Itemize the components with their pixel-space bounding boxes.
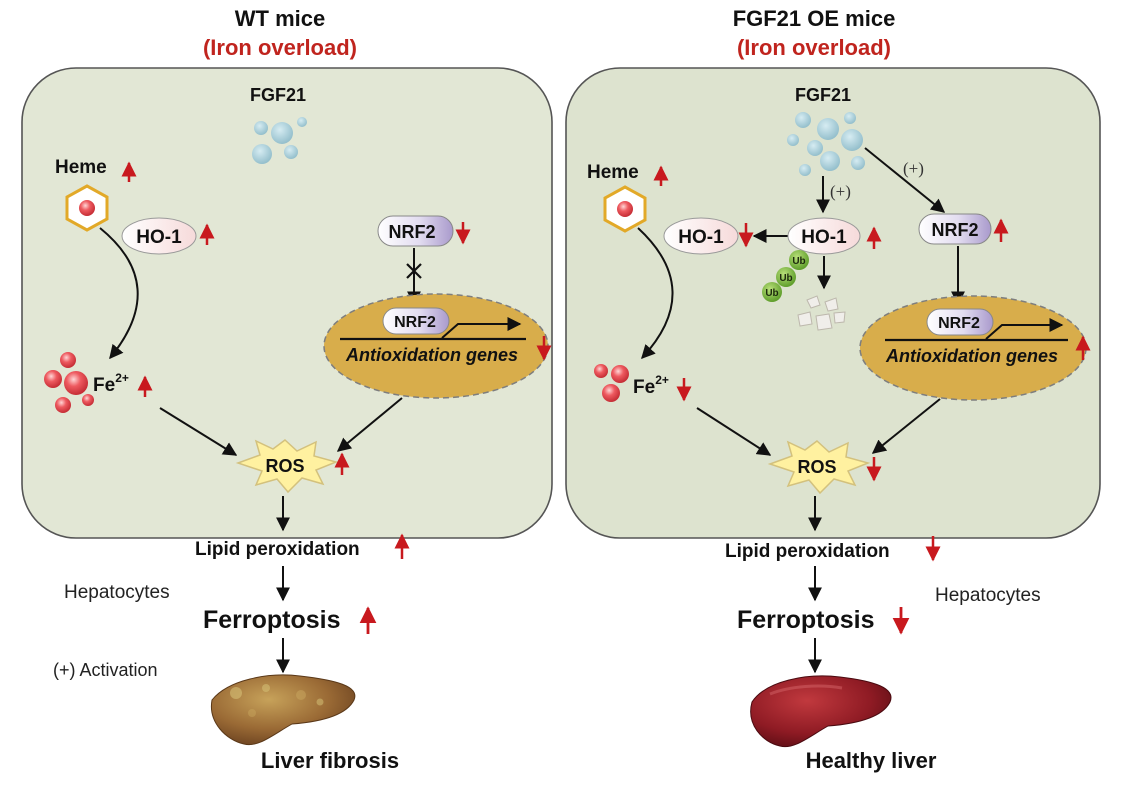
- right-ho1-left-label: HO-1: [678, 227, 724, 248]
- right-plus-nrf2: (+): [903, 159, 924, 178]
- svg-text:Ub: Ub: [765, 288, 778, 299]
- right-fgf21-dots: [787, 112, 865, 176]
- left-nrf2-nuclear-pill: [382, 307, 450, 335]
- right-degradation-fragments: [797, 295, 846, 331]
- left-panel: WT mice (Iron overload) FGF21 Heme HO-1: [21, 6, 553, 773]
- left-subtitle: (Iron overload): [203, 35, 357, 60]
- left-fgf21-dots: [252, 117, 307, 164]
- right-plus-ho1: (+): [830, 182, 851, 201]
- right-nrf2-pill: [918, 213, 992, 245]
- right-ros-star: [767, 440, 871, 495]
- right-nrf2-nuclear-pill: [926, 308, 994, 336]
- right-ho1-center-label: HO-1: [801, 227, 847, 248]
- right-fe-label: Fe2+: [633, 373, 669, 398]
- right-title: FGF21 OE mice: [733, 6, 896, 31]
- left-ho1-label: HO-1: [136, 227, 182, 248]
- left-heme-to-fe-arrow: [99, 227, 139, 360]
- left-nrf2-label: NRF2: [388, 222, 435, 242]
- healthy-liver-icon: [750, 675, 892, 748]
- right-nrf2-nuclear-label: NRF2: [938, 315, 980, 332]
- right-ho1-center-oval: [787, 217, 861, 255]
- left-cell: [21, 67, 553, 539]
- left-iron-dots: [44, 352, 94, 413]
- right-nucleus-to-ros-arrow: [871, 398, 941, 454]
- left-nucleus-to-ros-arrow: [336, 397, 403, 452]
- right-ubiquitin-chain: Ub Ub Ub: [762, 250, 809, 302]
- left-fe-label: Fe2+: [93, 371, 129, 396]
- left-legend-activation: (+) Activation: [53, 660, 158, 680]
- left-fe-to-ros-arrow: [159, 407, 238, 456]
- left-lipid-label: Lipid peroxidation: [195, 539, 360, 560]
- right-ferroptosis-label: Ferroptosis: [737, 606, 875, 634]
- right-subtitle: (Iron overload): [737, 35, 891, 60]
- left-fgf21-label: FGF21: [250, 85, 306, 105]
- right-fgf21-to-nrf2-arrow: [864, 147, 946, 213]
- fibrotic-liver-icon: [210, 674, 356, 746]
- right-heme-label: Heme: [587, 162, 639, 183]
- left-antioxidation-label: Antioxidation genes: [345, 345, 518, 365]
- right-panel: FGF21 OE mice (Iron overload) FGF21 (+) …: [565, 6, 1101, 773]
- left-block-x-icon: [406, 263, 422, 279]
- right-antioxidation-label: Antioxidation genes: [885, 346, 1058, 366]
- right-ho1-left-oval: [663, 217, 739, 255]
- left-heme-label: Heme: [55, 157, 107, 178]
- left-ros-star: [235, 439, 339, 494]
- left-heme-icon: [65, 184, 109, 232]
- left-title: WT mice: [235, 6, 325, 31]
- left-ferroptosis-label: Ferroptosis: [203, 606, 341, 634]
- right-fgf21-label: FGF21: [795, 85, 851, 105]
- svg-text:Ub: Ub: [779, 273, 792, 284]
- right-transcription-arrow: [985, 318, 1064, 340]
- right-fe-to-ros-arrow: [696, 407, 772, 456]
- right-ros-label: ROS: [797, 457, 836, 477]
- left-hepatocytes-label: Hepatocytes: [64, 582, 170, 603]
- left-ros-label: ROS: [265, 456, 304, 476]
- left-nrf2-pill: [377, 215, 454, 247]
- right-outcome-label: Healthy liver: [806, 748, 937, 773]
- right-lipid-label: Lipid peroxidation: [725, 541, 890, 562]
- svg-text:Ub: Ub: [792, 256, 805, 267]
- right-heme-icon: [603, 185, 647, 233]
- left-nrf2-nuclear-label: NRF2: [394, 314, 436, 331]
- right-iron-dots: [594, 364, 629, 402]
- left-ho1-oval: [121, 217, 197, 255]
- left-outcome-label: Liver fibrosis: [261, 748, 399, 773]
- right-nrf2-label: NRF2: [931, 220, 978, 240]
- right-hepatocytes-label: Hepatocytes: [935, 585, 1041, 606]
- right-heme-to-fe-arrow: [637, 227, 674, 360]
- left-transcription-arrow: [441, 317, 522, 339]
